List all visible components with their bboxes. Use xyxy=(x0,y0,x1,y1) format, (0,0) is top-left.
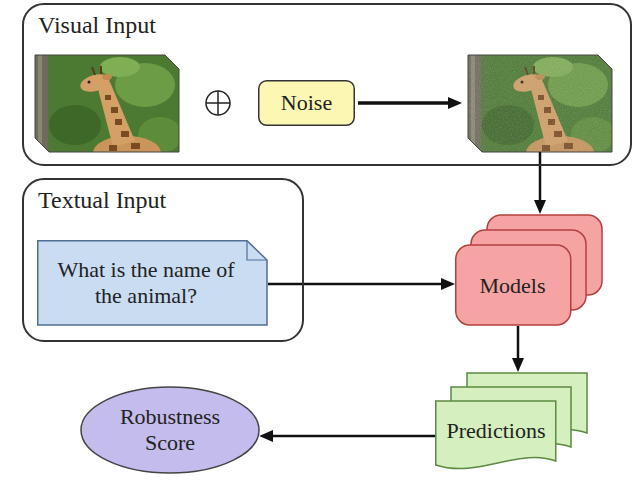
arrow-connector xyxy=(539,166,542,207)
text-area: Visual Input xyxy=(38,11,338,45)
image-lead-line xyxy=(539,152,542,166)
input-panel: Visual InputNoise xyxy=(22,3,632,166)
node-label: Robustness Score xyxy=(102,404,238,457)
text-area: What is the name of the animal? xyxy=(43,244,249,322)
noise-arrow xyxy=(358,101,454,105)
input-panel: Textual InputWhat is the name of the ani… xyxy=(22,178,304,342)
model-stack: Models xyxy=(455,214,602,326)
node-label: Models xyxy=(480,273,546,299)
noisy-image xyxy=(468,55,615,170)
score-ellipse: Robustness Score xyxy=(80,386,260,474)
arrow-connector xyxy=(266,435,435,438)
panel-title: Textual Input xyxy=(38,186,166,215)
model-stack-outline xyxy=(455,214,602,326)
node-label: Noise xyxy=(281,90,332,116)
add-symbol xyxy=(206,91,230,115)
node-label: What is the name of the animal? xyxy=(43,257,249,310)
input-image xyxy=(35,55,182,170)
node-label: Predictions xyxy=(447,418,546,444)
text-area: Models xyxy=(459,248,566,324)
text-area: Predictions xyxy=(437,402,555,460)
noise-box: Noise xyxy=(258,80,355,126)
text-area: Noise xyxy=(260,82,353,124)
panel-title: Visual Input xyxy=(38,11,156,40)
text-area: Robustness Score xyxy=(102,394,238,466)
arrow-connector xyxy=(517,326,520,365)
text-area: Textual Input xyxy=(38,186,288,220)
question-document: What is the name of the animal? xyxy=(37,240,268,326)
prediction-stack: Predictions xyxy=(435,372,589,474)
arrow-connector xyxy=(268,283,448,286)
